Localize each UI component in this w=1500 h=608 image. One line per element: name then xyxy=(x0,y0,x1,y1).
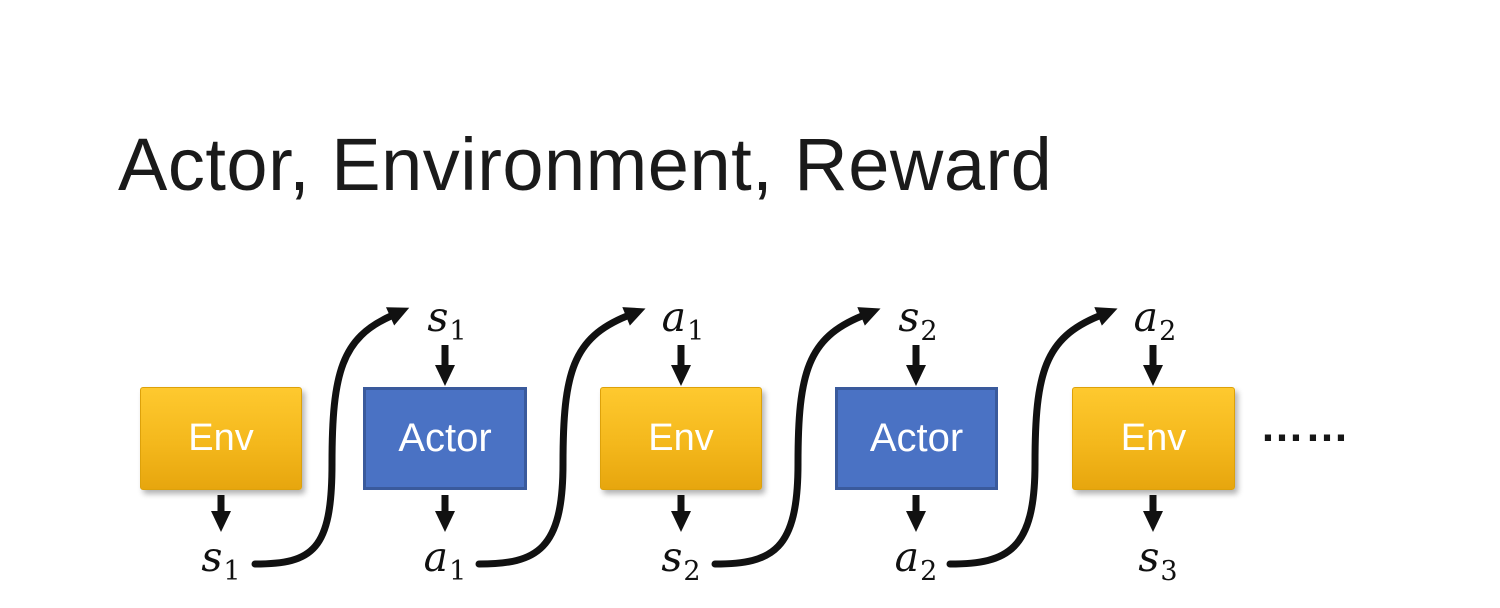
top-label-a1-base: a xyxy=(661,293,687,341)
actor-box-1-label: Actor xyxy=(398,416,492,460)
bottom-label-a1-sub: 1 xyxy=(449,556,467,587)
env-box-1-label: Env xyxy=(188,417,254,459)
env-box-1: Env xyxy=(140,387,302,490)
top-label-s1: s1 xyxy=(397,297,497,347)
top-label-a2: a2 xyxy=(1105,297,1205,347)
bottom-label-a1-base: a xyxy=(423,533,449,581)
top-label-s1-base: s xyxy=(427,293,449,341)
curve-arrow-s2 xyxy=(711,307,881,568)
top-label-a1-sub: 1 xyxy=(687,316,705,347)
top-label-s2-base: s xyxy=(898,293,920,341)
actor-box-2-label: Actor xyxy=(869,416,964,460)
top-label-a1: a1 xyxy=(633,297,733,347)
bottom-label-a1: a1 xyxy=(395,537,495,587)
bottom-label-s1-sub: 1 xyxy=(223,556,241,587)
curve-arrow-a2 xyxy=(946,307,1118,568)
actor-box-2: Actor xyxy=(835,387,998,490)
bottom-label-s3: s3 xyxy=(1108,537,1208,587)
continuation-ellipsis: …… xyxy=(1260,402,1350,451)
curve-arrow-s1 xyxy=(251,307,410,568)
bottom-label-s1-base: s xyxy=(201,533,223,581)
actor-box-1: Actor xyxy=(363,387,527,490)
bottom-label-s2-sub: 2 xyxy=(683,556,701,587)
bottom-label-s3-base: s xyxy=(1138,533,1160,581)
top-label-a2-sub: 2 xyxy=(1159,316,1177,347)
top-label-s1-sub: 1 xyxy=(449,316,467,347)
top-label-a2-base: a xyxy=(1133,293,1159,341)
curve-arrow-a1 xyxy=(475,307,646,568)
bottom-label-s1: s1 xyxy=(171,537,271,587)
slide-title: Actor, Environment, Reward xyxy=(118,123,1053,206)
top-label-s2-sub: 2 xyxy=(920,316,938,347)
bottom-label-s2-base: s xyxy=(661,533,683,581)
env-box-3-label: Env xyxy=(1120,417,1187,459)
bottom-label-s2: s2 xyxy=(631,537,731,587)
env-box-2-label: Env xyxy=(648,417,714,459)
env-box-3: Env xyxy=(1072,387,1235,490)
top-label-s2: s2 xyxy=(868,297,968,347)
bottom-label-s3-sub: 3 xyxy=(1160,556,1178,587)
env-box-2: Env xyxy=(600,387,762,490)
bottom-label-a2-sub: 2 xyxy=(920,556,938,587)
bottom-label-a2-base: a xyxy=(894,533,920,581)
bottom-label-a2: a2 xyxy=(866,537,966,587)
